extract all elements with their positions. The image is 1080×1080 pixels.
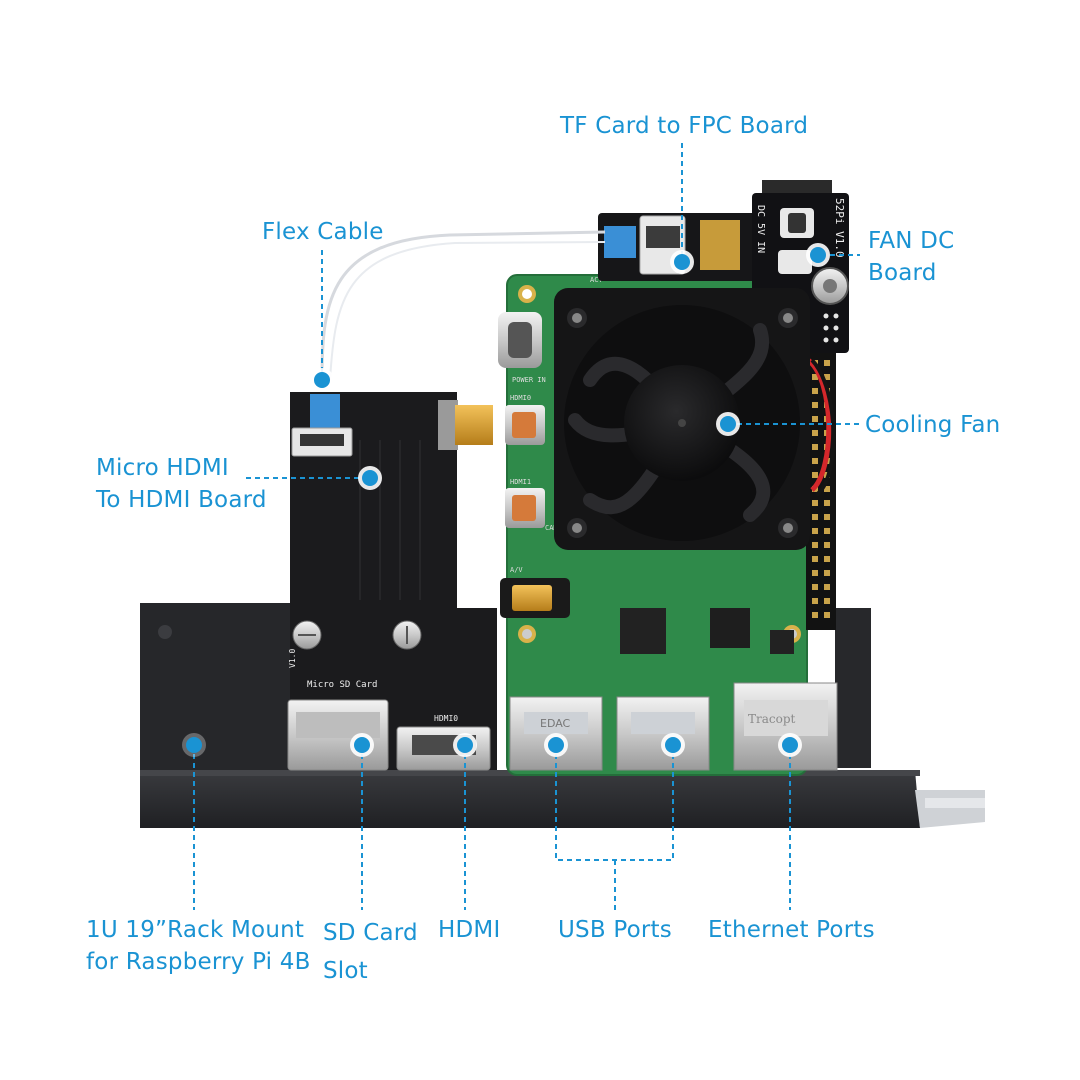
tf-card-board	[598, 213, 758, 281]
pi-hdmi1-label: HDMI1	[510, 478, 531, 486]
gpio-pin	[824, 598, 830, 604]
dot-tf-card	[670, 250, 694, 274]
gpio-pin	[812, 388, 818, 394]
gpio-pin	[812, 612, 818, 618]
gpio-pin	[824, 374, 830, 380]
dot-usb-1	[544, 733, 568, 757]
gpio-pin	[812, 598, 818, 604]
gpio-pin	[824, 570, 830, 576]
label-flex-cable: Flex Cable	[262, 219, 384, 245]
gpio-header	[806, 340, 836, 630]
gpio-pin	[812, 374, 818, 380]
av-label: A/V	[510, 566, 523, 574]
micro-hdmi-board: Micro SD Card V1.0 HDMI0	[287, 392, 497, 771]
gpio-pin	[812, 458, 818, 464]
dot-cooling-fan	[716, 412, 740, 436]
gpio-pin	[812, 542, 818, 548]
gpio-pin	[824, 486, 830, 492]
flex-cable	[320, 230, 606, 381]
dot-fan-dc	[806, 243, 830, 267]
gpio-pin	[824, 542, 830, 548]
gpio-pin	[824, 612, 830, 618]
fpc-tab	[604, 226, 636, 258]
gpio-pin	[812, 430, 818, 436]
label-ethernet-ports: Ethernet Ports	[708, 917, 875, 943]
gpio-pin	[812, 584, 818, 590]
dot-ethernet	[778, 733, 802, 757]
act-label: ACT	[590, 276, 603, 284]
gpio-pin	[812, 570, 818, 576]
usb-brand: EDAC	[540, 717, 571, 730]
gpio-pin	[824, 584, 830, 590]
label-micro-hdmi-board: Micro HDMI To HDMI Board	[96, 455, 267, 513]
label-cooling-fan: Cooling Fan	[865, 412, 1001, 438]
dot-flex-cable	[310, 368, 334, 392]
dot-micro-hdmi	[358, 466, 382, 490]
power-in-label: POWER IN	[512, 376, 546, 384]
gpio-pin	[812, 416, 818, 422]
label-rack-mount: 1U 19”Rack Mount for Raspberry Pi 4B	[86, 917, 311, 975]
hdmi0-marking: HDMI0	[434, 714, 458, 723]
micro-sd-marking: Micro SD Card	[307, 680, 377, 690]
gpio-pin	[824, 360, 830, 366]
dot-usb-2	[661, 733, 685, 757]
gpio-pin	[812, 528, 818, 534]
dot-hdmi	[453, 733, 477, 757]
gpio-pin	[812, 556, 818, 562]
eth-brand: Tracopt	[748, 712, 796, 726]
gpio-pin	[824, 514, 830, 520]
gpio-pin	[812, 402, 818, 408]
callout-dots	[182, 243, 830, 757]
version-marking: V1.0	[288, 649, 297, 668]
ram-chip	[620, 608, 666, 654]
label-usb-ports: USB Ports	[558, 917, 672, 943]
label-hdmi: HDMI	[438, 917, 501, 943]
pi-hdmi0-label: HDMI0	[510, 394, 531, 402]
label-tf-card-board: TF Card to FPC Board	[560, 113, 809, 139]
gpio-pin	[812, 472, 818, 478]
gpio-pin	[824, 528, 830, 534]
fan-board-id: 52Pi V1.0	[833, 198, 846, 258]
gpio-pin	[812, 500, 818, 506]
cooling-fan	[554, 288, 810, 550]
dot-sd-card	[350, 733, 374, 757]
gpio-pin	[824, 500, 830, 506]
dot-rack	[182, 733, 206, 757]
flex-cable-tab	[310, 394, 340, 430]
gpio-pin	[812, 514, 818, 520]
gpio-pin	[812, 444, 818, 450]
micro-hdmi-plug	[455, 405, 493, 445]
fan-board-power: DC 5V IN	[755, 205, 766, 253]
leader-lines	[193, 143, 862, 910]
label-sd-card-slot: SD Card Slot	[323, 920, 418, 984]
gpio-pin	[824, 556, 830, 562]
label-fan-dc-board: FAN DC Board	[868, 228, 955, 286]
